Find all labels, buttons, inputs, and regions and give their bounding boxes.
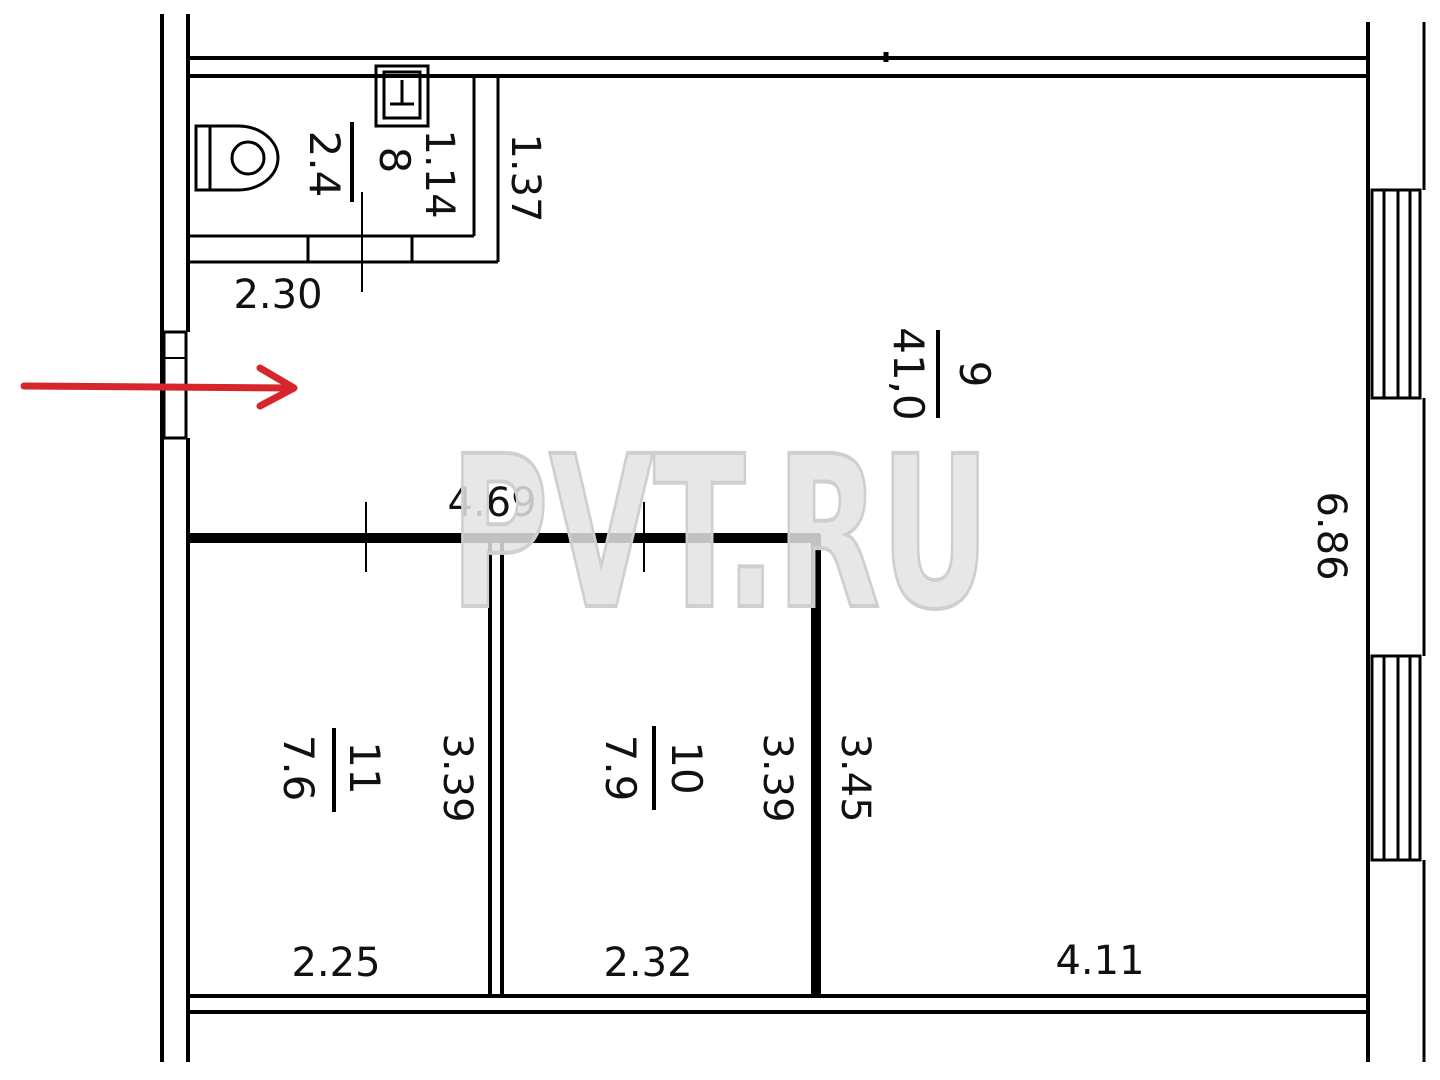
dim-room10-depth-right: 3.45 bbox=[832, 733, 878, 822]
room-label-8: 8 2.4 bbox=[300, 131, 419, 198]
room-number-9: 9 bbox=[950, 361, 999, 388]
room-label-10: 10 7.9 bbox=[596, 735, 711, 802]
dim-room10-width: 2.32 bbox=[603, 940, 692, 986]
dim-room11-width: 2.25 bbox=[291, 940, 380, 986]
watermark: PVT.RU bbox=[450, 411, 990, 656]
room-number-8: 8 bbox=[370, 147, 419, 174]
outer-walls bbox=[160, 14, 1426, 1062]
toilet-icon bbox=[194, 124, 280, 192]
bathroom-walls bbox=[188, 76, 500, 292]
dim-main-room-width: 6.86 bbox=[1308, 491, 1354, 580]
dim-bath-outer-width: 1.37 bbox=[502, 133, 548, 222]
dim-bath-length: 2.30 bbox=[233, 272, 322, 318]
partition-walls bbox=[188, 502, 821, 996]
room-label-9: 9 41,0 bbox=[884, 327, 999, 421]
dim-partition-length: 4.69 bbox=[447, 480, 536, 526]
dim-main-room-bottom: 4.11 bbox=[1055, 938, 1144, 984]
room-area-10: 7.9 bbox=[596, 735, 645, 802]
room-area-9: 41,0 bbox=[884, 327, 933, 421]
room-label-11: 11 7.6 bbox=[274, 735, 389, 802]
dim-bath-inner-width: 1.14 bbox=[416, 129, 462, 218]
entrance-arrow-icon bbox=[20, 364, 298, 410]
area-bars bbox=[332, 122, 940, 812]
window-top bbox=[1370, 188, 1422, 400]
room-number-10: 10 bbox=[662, 741, 711, 794]
room-number-11: 11 bbox=[340, 741, 389, 794]
dim-room11-depth: 3.39 bbox=[434, 733, 480, 822]
window-bottom bbox=[1370, 654, 1422, 862]
room-area-11: 7.6 bbox=[274, 735, 323, 802]
room-area-8: 2.4 bbox=[300, 131, 349, 198]
sink-icon bbox=[374, 64, 430, 128]
dim-room10-depth-left: 3.39 bbox=[754, 733, 800, 822]
